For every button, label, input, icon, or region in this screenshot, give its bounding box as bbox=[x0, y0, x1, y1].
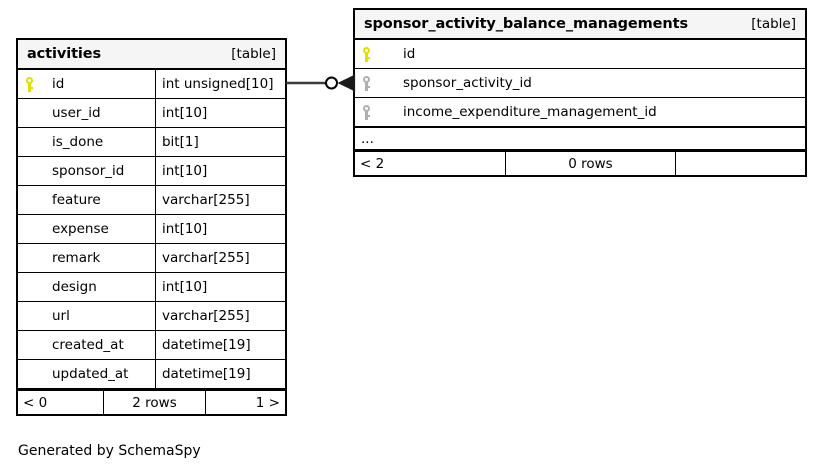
crows-foot-icon bbox=[337, 75, 354, 91]
column-label: income_expenditure_management_id bbox=[403, 104, 657, 120]
er-table-sponsor-activity-balance-managements[interactable]: sponsor_activity_balance_managements [ta… bbox=[353, 8, 807, 177]
column-type: int[10] bbox=[161, 279, 208, 295]
column-label: is_done bbox=[52, 134, 104, 150]
column-label: id bbox=[403, 46, 416, 62]
table-header-sponsor-activity-balance-managements: sponsor_activity_balance_managements [ta… bbox=[355, 10, 805, 40]
column-type: datetime[19] bbox=[161, 337, 251, 353]
column-name-cell: user_id bbox=[18, 99, 156, 127]
column-label: updated_at bbox=[52, 366, 129, 382]
table-footer-activities: < 0 2 rows 1 > bbox=[18, 389, 285, 414]
column-name-cell: income_expenditure_management_id bbox=[355, 98, 805, 126]
column-label: feature bbox=[52, 192, 101, 208]
column-name-cell: remark bbox=[18, 244, 156, 272]
column-label: sponsor_activity_id bbox=[403, 75, 532, 91]
column-type: varchar[255] bbox=[161, 192, 250, 208]
column-name-cell: url bbox=[18, 302, 156, 330]
column-name-cell: is_done bbox=[18, 128, 156, 156]
key-icon bbox=[26, 76, 33, 92]
more-columns-indicator: ... bbox=[355, 127, 805, 150]
column-type: varchar[255] bbox=[161, 250, 250, 266]
er-table-activities[interactable]: activities [table] id int unsigned[10] u… bbox=[16, 38, 287, 416]
table-row[interactable]: expense int[10] bbox=[18, 215, 285, 244]
zero-one-circle-icon bbox=[325, 76, 338, 90]
key-icon bbox=[363, 75, 370, 91]
column-label: expense bbox=[52, 221, 109, 237]
table-row[interactable]: is_done bit[1] bbox=[18, 128, 285, 157]
table-row[interactable]: sponsor_id int[10] bbox=[18, 157, 285, 186]
column-name-cell: updated_at bbox=[18, 360, 156, 388]
footer-row-count: 0 rows bbox=[506, 152, 676, 175]
column-type: int[10] bbox=[161, 163, 208, 179]
column-type: int[10] bbox=[161, 221, 208, 237]
table-row[interactable]: id int unsigned[10] bbox=[18, 70, 285, 99]
table-row[interactable]: income_expenditure_management_id bbox=[355, 98, 805, 127]
generated-by-label: Generated by SchemaSpy bbox=[18, 443, 201, 459]
key-slot bbox=[26, 76, 52, 92]
column-label: remark bbox=[52, 250, 101, 266]
column-type: datetime[19] bbox=[161, 366, 251, 382]
key-icon bbox=[363, 46, 370, 62]
column-name-cell: expense bbox=[18, 215, 156, 243]
table-tag: [table] bbox=[751, 16, 796, 32]
column-name-cell: sponsor_activity_id bbox=[355, 69, 805, 97]
table-row[interactable]: remark varchar[255] bbox=[18, 244, 285, 273]
table-header-activities: activities [table] bbox=[18, 40, 285, 70]
key-icon bbox=[363, 104, 370, 120]
table-row[interactable]: sponsor_activity_id bbox=[355, 69, 805, 98]
table-tag: [table] bbox=[231, 46, 276, 62]
table-row[interactable]: updated_at datetime[19] bbox=[18, 360, 285, 389]
footer-prev-link[interactable]: < 2 bbox=[355, 152, 507, 175]
column-label: created_at bbox=[52, 337, 124, 353]
key-slot bbox=[363, 46, 403, 62]
column-label: url bbox=[52, 308, 70, 324]
column-type: bit[1] bbox=[161, 134, 199, 150]
column-type: int[10] bbox=[161, 105, 208, 121]
column-label: sponsor_id bbox=[52, 163, 125, 179]
column-label: id bbox=[52, 76, 65, 92]
column-name-cell: id bbox=[18, 70, 156, 98]
table-row[interactable]: created_at datetime[19] bbox=[18, 331, 285, 360]
table-name: sponsor_activity_balance_managements bbox=[364, 16, 688, 32]
column-name-cell: created_at bbox=[18, 331, 156, 359]
table-name: activities bbox=[27, 46, 102, 62]
table-footer-sponsor-activity-balance-managements: < 2 0 rows bbox=[355, 150, 805, 175]
table-row[interactable]: design int[10] bbox=[18, 273, 285, 302]
footer-next-link[interactable] bbox=[676, 152, 805, 175]
column-name-cell: design bbox=[18, 273, 156, 301]
table-row[interactable]: url varchar[255] bbox=[18, 302, 285, 331]
column-name-cell: feature bbox=[18, 186, 156, 214]
column-label: design bbox=[52, 279, 97, 295]
key-slot bbox=[363, 75, 403, 91]
table-row[interactable]: feature varchar[255] bbox=[18, 186, 285, 215]
relationship-connector-activities-to-sponsor-activity-balance-managements[interactable] bbox=[286, 66, 356, 100]
column-name-cell: id bbox=[355, 40, 805, 68]
footer-prev-link[interactable]: < 0 bbox=[18, 391, 104, 414]
key-slot bbox=[363, 104, 403, 120]
table-row[interactable]: id bbox=[355, 40, 805, 69]
table-row[interactable]: user_id int[10] bbox=[18, 99, 285, 128]
footer-row-count: 2 rows bbox=[104, 391, 206, 414]
column-type: varchar[255] bbox=[161, 308, 250, 324]
column-label: user_id bbox=[52, 105, 101, 121]
footer-next-link[interactable]: 1 > bbox=[255, 394, 280, 411]
column-type: int unsigned[10] bbox=[161, 76, 274, 92]
column-name-cell: sponsor_id bbox=[18, 157, 156, 185]
